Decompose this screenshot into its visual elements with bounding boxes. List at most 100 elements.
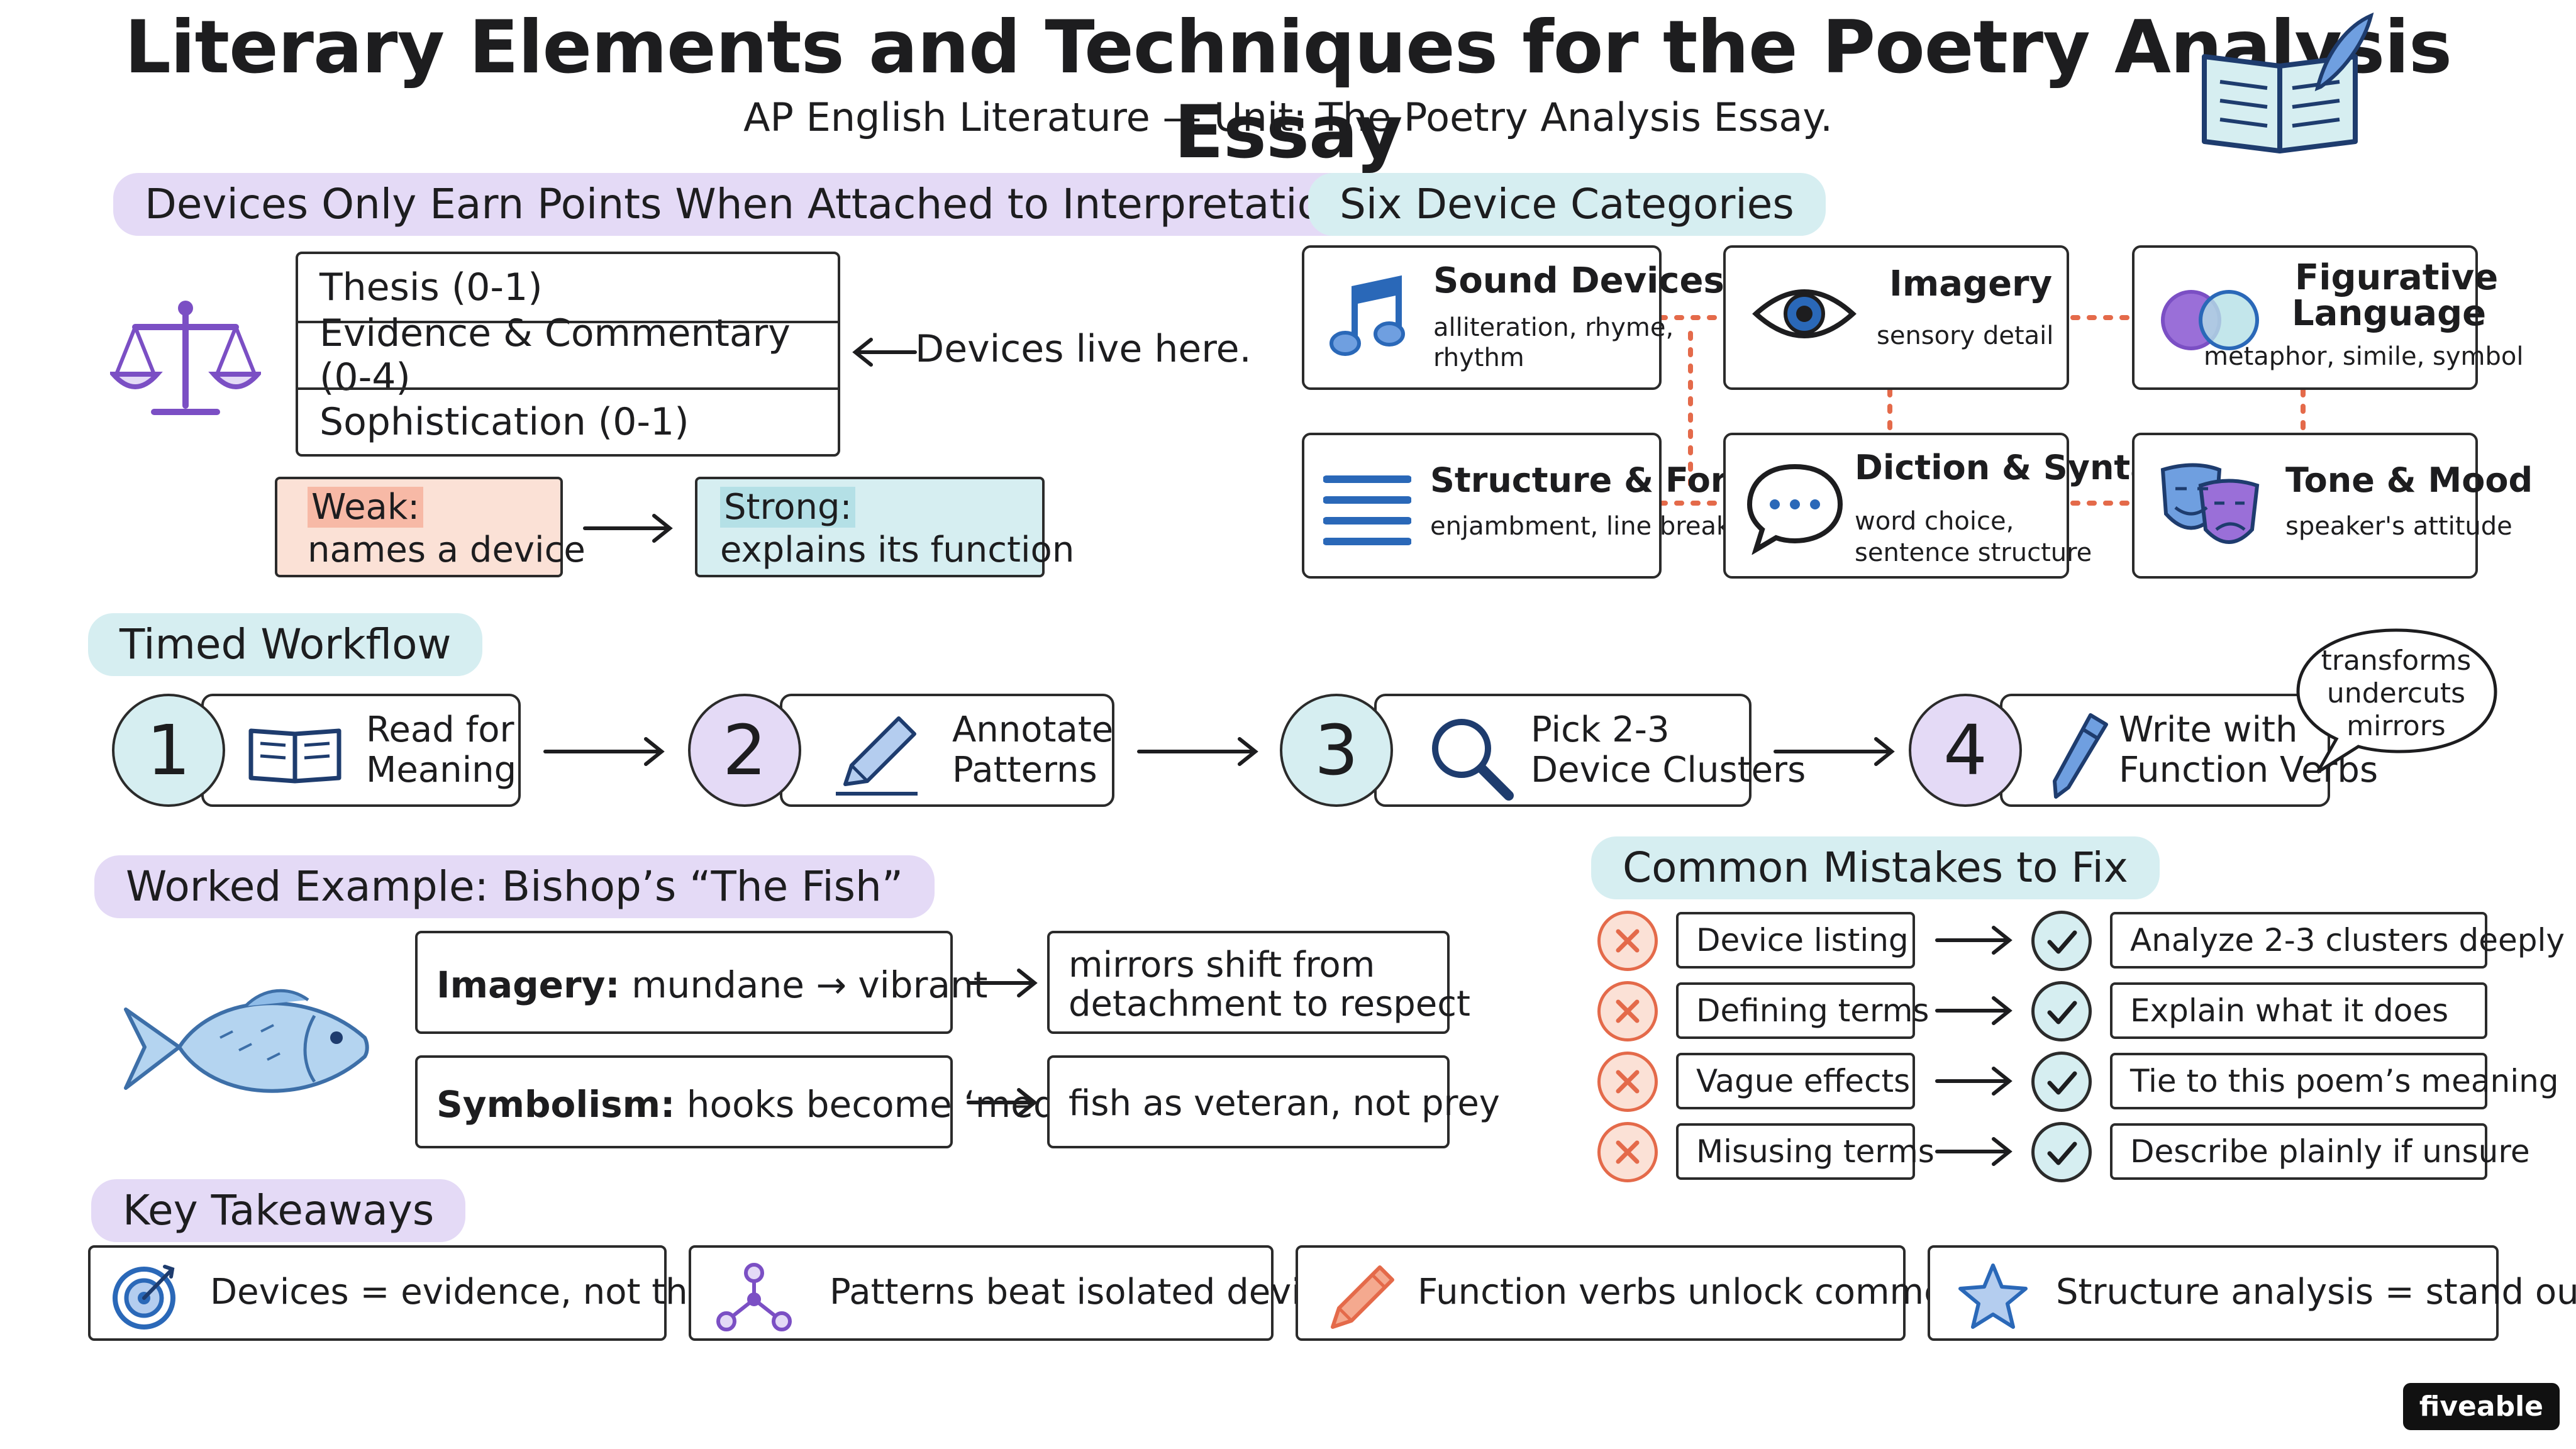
x-circle-icon [1597, 911, 1658, 971]
fix-item: Analyze 2-3 clusters deeply [2110, 912, 2565, 969]
fix-item: Explain what it does [2110, 982, 2487, 1039]
verb-item: undercuts [2326, 677, 2466, 709]
category-title: Sound Devices [1433, 260, 1724, 301]
step-number: 2 [688, 694, 801, 807]
category-subtitle: rhythm [1433, 343, 1524, 372]
right-arrow-icon [1137, 737, 1258, 766]
step-label: Read for [366, 709, 514, 750]
right-arrow-icon [583, 514, 673, 543]
step-label: Write with [2119, 709, 2298, 750]
right-arrow-icon [1935, 996, 2012, 1025]
takeaway-card: Function verbs unlock commentary [1296, 1245, 2039, 1341]
open-book-quill-icon [2202, 13, 2374, 153]
check-circle-icon [2031, 1052, 2092, 1112]
takeaway-card: Patterns beat isolated devices [689, 1245, 1360, 1341]
mistake-item: Device listing [1676, 912, 1915, 969]
step-number: 3 [1280, 694, 1393, 807]
strong-text: explains its function [720, 530, 1075, 570]
weak-text: names a device [308, 530, 586, 570]
text-lines-icon [1323, 475, 1411, 545]
rubric-table: Thesis (0-1) Evidence & Commentary (0-4)… [296, 252, 840, 457]
check-circle-icon [2031, 981, 2092, 1041]
example-result: mirrors shift from detachment to respect [1047, 931, 1470, 1034]
mistake-item: Vague effects [1676, 1053, 1915, 1109]
left-arrow-icon [852, 338, 917, 367]
category-imagery: Imagery sensory detail [1723, 245, 2069, 390]
right-arrow-icon [1935, 1137, 2012, 1166]
function-verbs-list: transforms undercuts mirrors [2289, 645, 2503, 743]
category-figurative-language: Figurative Language metaphor, simile, sy… [2132, 245, 2524, 390]
check-circle-icon [2031, 1122, 2092, 1182]
step-label: Meaning [366, 750, 517, 791]
example-row-text: Imagery: mundane → vibrant [436, 963, 988, 1006]
takeaway-text: Structure analysis = stand out [2056, 1272, 2576, 1313]
example-result-line: mirrors shift from [1069, 945, 1375, 985]
strong-card: Strong: explains its function [695, 477, 1074, 577]
right-arrow-icon [1935, 926, 2012, 955]
right-arrow-icon [967, 1088, 1038, 1117]
example-detail: mundane → vibrant [631, 963, 988, 1006]
category-title: Structure & Form [1430, 460, 1763, 500]
category-subtitle: sensory detail [1877, 321, 2054, 350]
venn-circles-icon [2161, 290, 2259, 350]
speech-bubble [2296, 628, 2497, 774]
category-title-line2: Language [2292, 293, 2487, 334]
target-icon [113, 1265, 175, 1330]
category-title: Diction & Syntax [1855, 448, 2175, 487]
check-circle-icon [2031, 911, 2092, 971]
step-number: 4 [1909, 694, 2022, 807]
rubric-row: Evidence & Commentary (0-4) [298, 311, 838, 399]
network-icon [716, 1263, 792, 1331]
example-term: Imagery: [436, 963, 620, 1006]
category-title: Figurative [2295, 257, 2499, 298]
example-result: fish as veteran, not prey [1047, 1055, 1500, 1148]
category-subtitle: alliteration, rhyme, [1433, 313, 1674, 342]
strong-label: Strong: [720, 487, 856, 528]
fix-item: Describe plainly if unsure [2110, 1123, 2530, 1180]
category-subtitle: speaker's attitude [2285, 512, 2512, 541]
mistake-item: Misusing terms [1676, 1123, 1935, 1180]
open-book-icon [248, 728, 341, 784]
takeaway-text: Patterns beat isolated devices [830, 1272, 1361, 1313]
magnifying-glass-icon [1432, 719, 1514, 801]
pencil-icon [836, 716, 918, 796]
pencil-icon [1331, 1265, 1394, 1329]
example-row-symbolism: Symbolism: hooks become ‘medals’ [415, 1055, 1119, 1148]
category-title: Tone & Mood [2285, 460, 2533, 500]
step-label: Patterns [952, 750, 1097, 791]
speech-bubble-icon [1746, 464, 1843, 555]
mistake-item: Defining terms [1676, 982, 1929, 1039]
verb-item: mirrors [2346, 710, 2446, 742]
weak-label: Weak: [308, 487, 424, 528]
step-label: Device Clusters [1531, 750, 1806, 791]
page-title: Literary Elements and Techniques for the… [124, 5, 2452, 175]
category-subtitle: word choice, [1855, 507, 2014, 536]
fish-icon [124, 989, 369, 1093]
eye-icon [1752, 289, 1857, 338]
workflow-step-2: Annotate Patterns [780, 694, 1114, 807]
x-circle-icon [1597, 1122, 1658, 1182]
categories-heading: Six Device Categories [1308, 173, 1826, 236]
category-subtitle: enjambment, line breaks [1430, 512, 1744, 541]
theater-masks-icon [2160, 463, 2260, 544]
category-title: Imagery [1889, 264, 2053, 304]
takeaways-heading: Key Takeaways [91, 1179, 466, 1242]
step-label: Pick 2-3 [1531, 709, 1670, 750]
star-icon [1958, 1263, 2028, 1329]
category-tone-mood: Tone & Mood speaker's attitude [2132, 433, 2533, 579]
x-circle-icon [1597, 981, 1658, 1041]
category-subtitle: sentence structure [1855, 538, 2092, 567]
brand-logo: fiveable [2402, 1383, 2560, 1430]
example-term: Symbolism: [436, 1083, 675, 1126]
right-arrow-icon [1774, 737, 1895, 766]
page-subtitle: AP English Literature — Unit: The Poetry… [743, 94, 1833, 140]
step-label: Annotate [952, 709, 1114, 750]
step-number: 1 [112, 694, 225, 807]
pen-icon [2053, 713, 2108, 799]
balance-scale-icon [110, 301, 261, 415]
scoring-heading: Devices Only Earn Points When Attached t… [113, 173, 1380, 236]
right-arrow-icon [967, 969, 1038, 997]
workflow-heading: Timed Workflow [88, 613, 483, 676]
category-sound-devices: Sound Devices alliteration, rhyme, rhyth… [1302, 245, 1724, 390]
fix-item: Tie to this poem’s meaning [2110, 1053, 2559, 1109]
